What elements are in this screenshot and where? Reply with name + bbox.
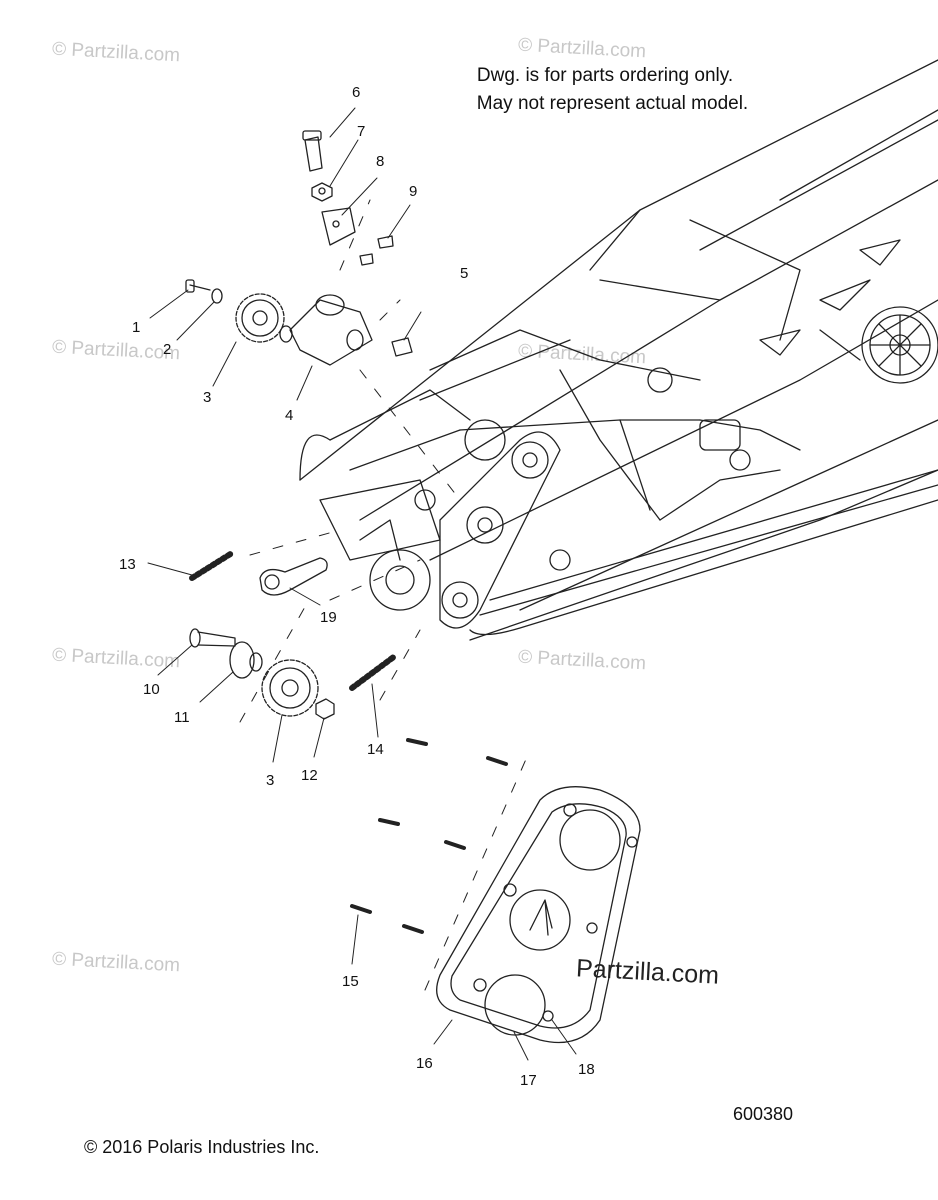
chaincase-plate [439,419,561,629]
disclaimer-line-1: Dwg. is for parts ordering only. [476,65,734,86]
callout-8: 8 [376,153,384,170]
sprocket-part-3 [235,293,285,343]
leader-lines [147,107,577,1061]
bolts-part-15 [350,738,508,934]
shock-absorber [549,367,751,571]
cover-lower-part-17 [484,974,546,1036]
callout-9: 9 [409,183,417,200]
bracket-part-8 [321,207,356,246]
tensioner-arm-part-19 [259,557,328,596]
nut-part-7 [311,182,333,202]
alignment-lines [239,199,531,991]
callout-16: 16 [416,1055,433,1072]
callout-3-lower: 3 [266,772,274,789]
nuts-part-18 [542,836,638,1022]
pin-part-5 [391,337,413,357]
callout-18: 18 [578,1061,595,1078]
callout-6: 6 [352,84,360,101]
callout-5: 5 [460,265,468,282]
callout-4: 4 [285,407,293,424]
callout-labels: 1 2 3 4 5 6 7 8 9 10 11 3 12 13 14 15 16… [119,84,595,1089]
bolt-part-6 [302,130,323,172]
suspension-frame [299,59,938,641]
callout-14: 14 [367,741,384,758]
sprocket-part-3-lower [261,659,319,717]
chain-part-13 [189,550,235,581]
callout-19: 19 [320,609,337,626]
roller-part-11 [229,641,263,679]
callout-17: 17 [520,1072,537,1089]
drawing-number: 600380 [733,1104,794,1124]
pin-part-10 [189,628,236,648]
callout-13: 13 [119,556,136,573]
washer-part-2 [211,288,223,304]
axle-assembly [319,479,441,611]
nut-part-12 [315,698,335,720]
disclaimer-line-2: May not represent actual model. [476,93,749,114]
callout-12: 12 [301,767,318,784]
copyright-text: © 2016 Polaris Industries Inc. [84,1137,320,1157]
callout-3: 3 [203,389,211,406]
bolt-part-1 [185,279,211,293]
callout-10: 10 [143,681,160,698]
callout-7: 7 [357,123,365,140]
idler-wheel [861,306,938,384]
callout-11: 11 [174,709,190,726]
callout-2: 2 [163,341,171,358]
shaft-part-4 [279,294,373,366]
callout-1: 1 [132,319,140,336]
bolt-part-9 [359,235,394,266]
chaincase-cover-part-16 [436,786,641,1044]
callout-15: 15 [342,973,359,990]
chain-part-14 [349,653,398,691]
